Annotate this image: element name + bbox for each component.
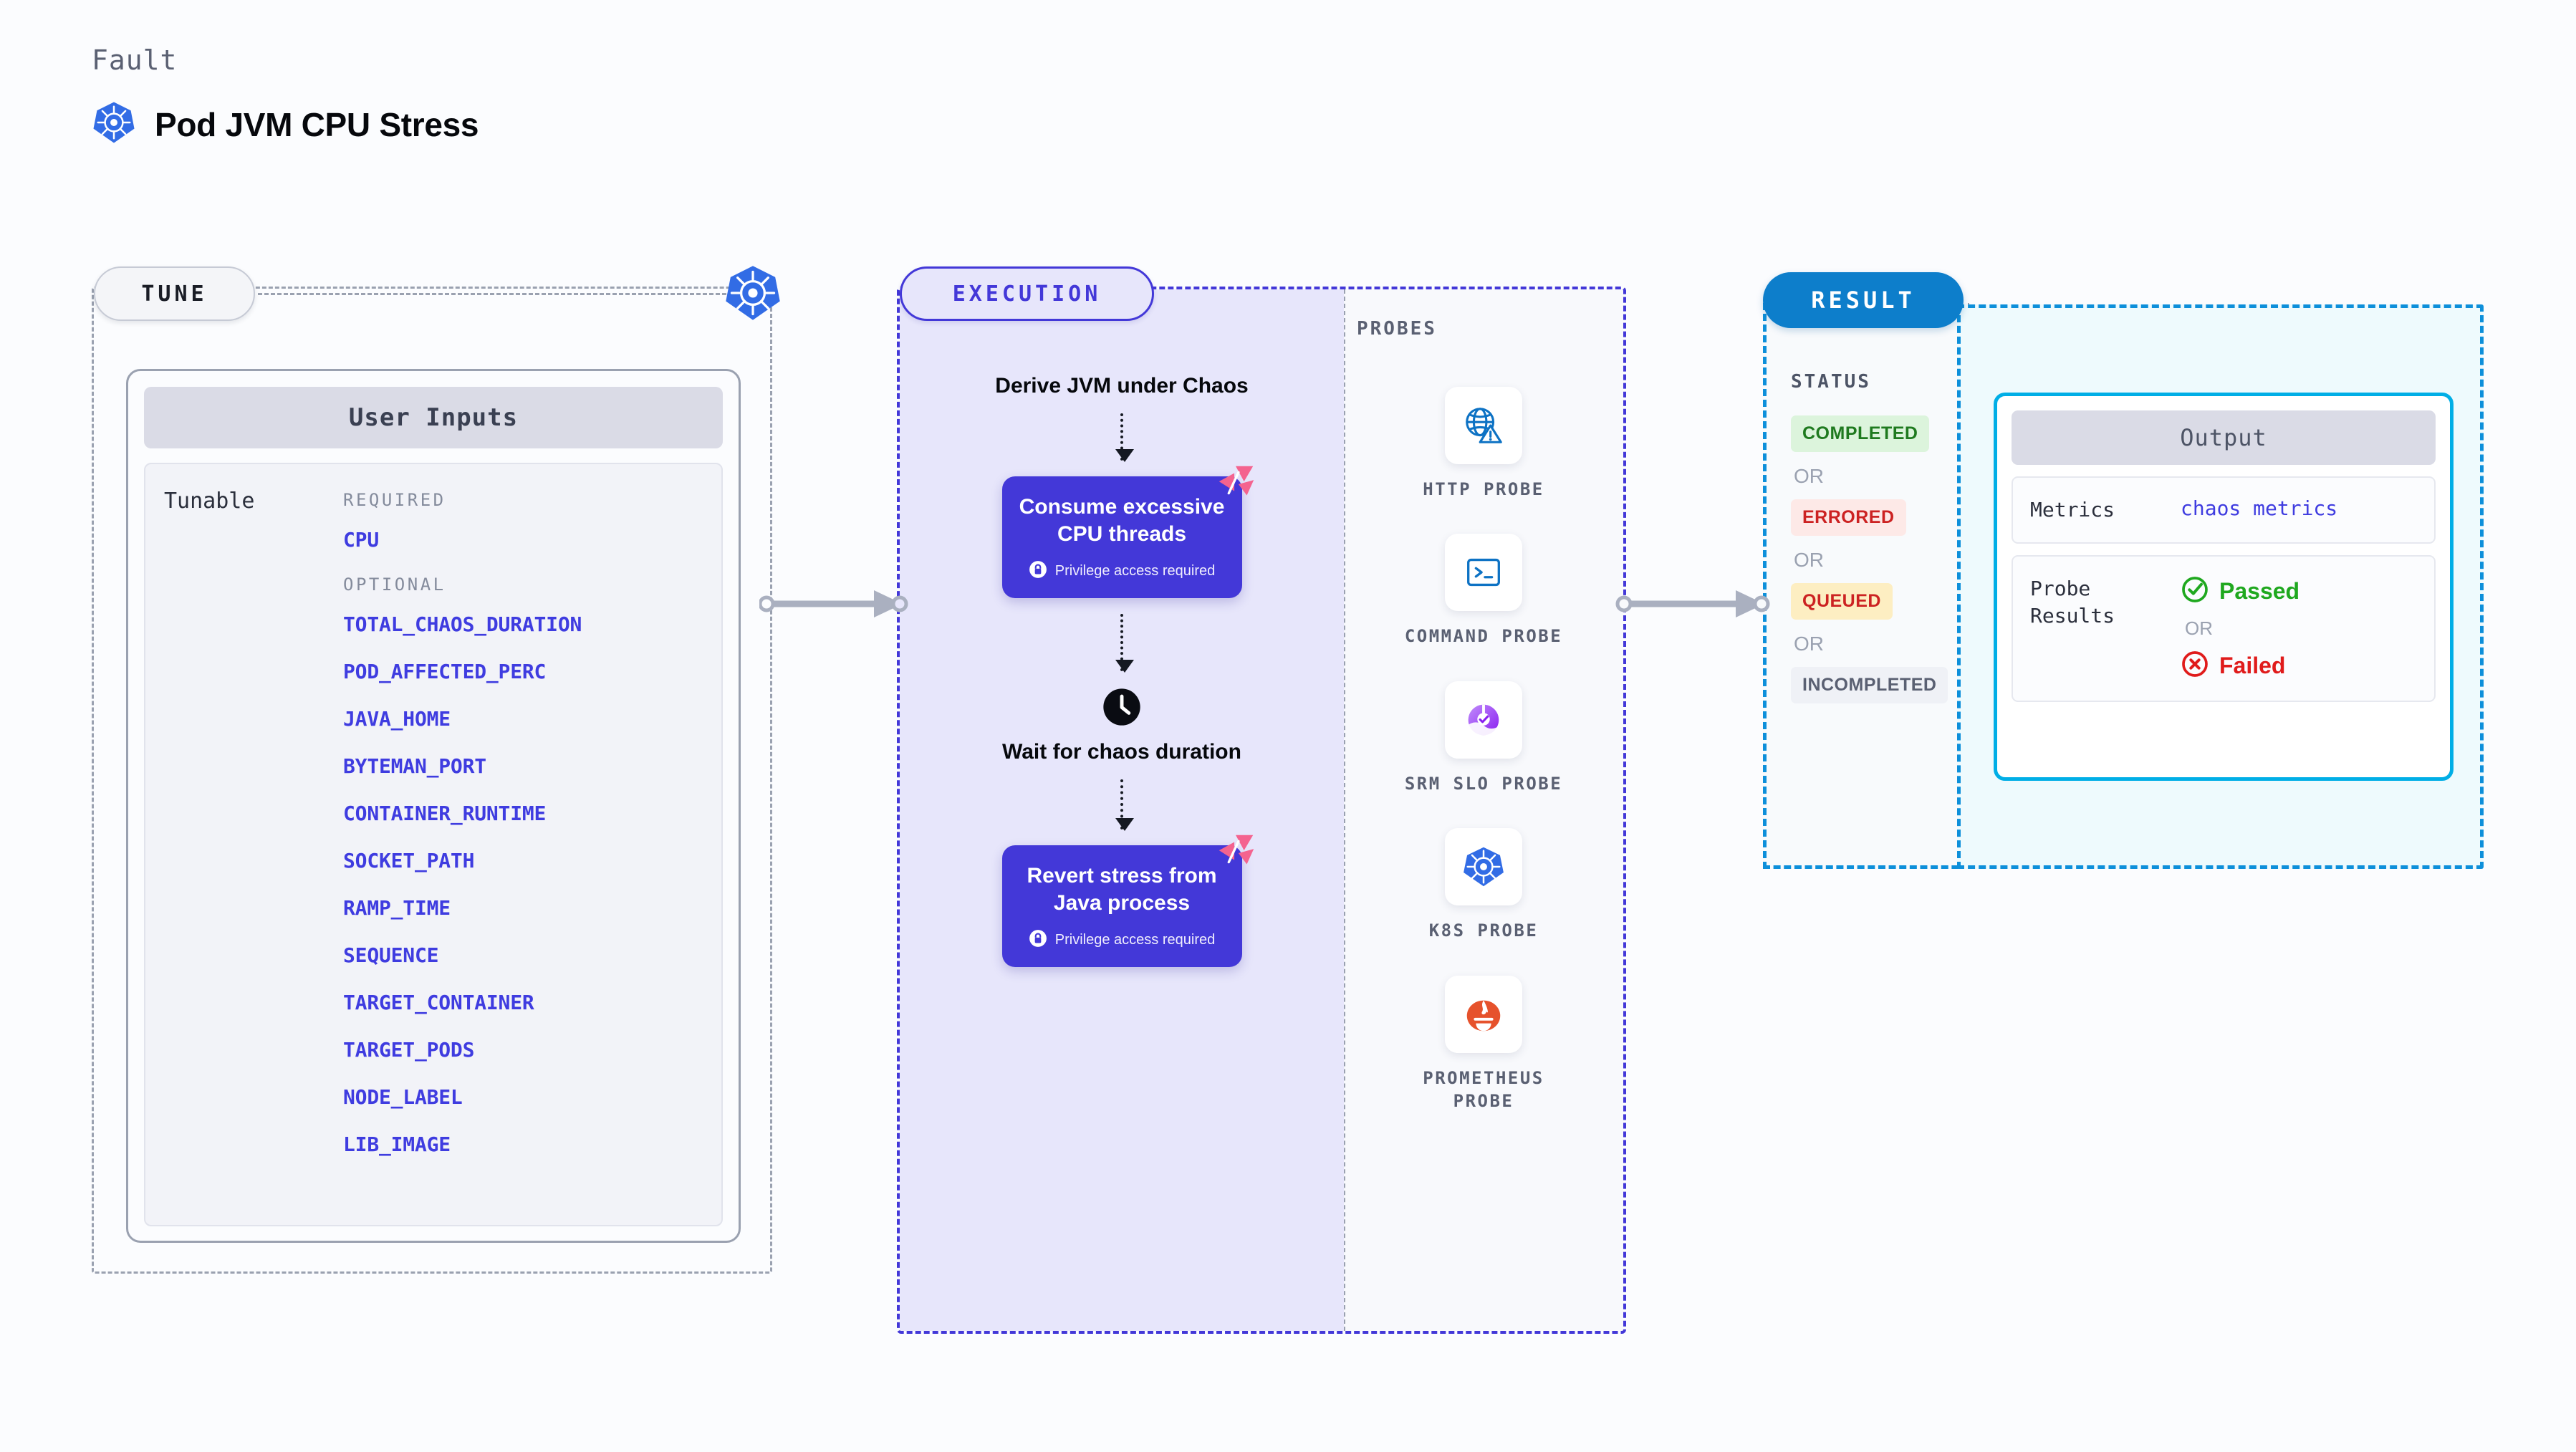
status-or-label: OR [1794,465,1824,487]
flow-card-title: Revert stress from Java process [1027,864,1217,915]
prometheus-icon [1445,975,1522,1053]
flow-arrow-2 [1115,614,1134,673]
tunable-item[interactable]: TARGET_CONTAINER [343,991,534,1014]
metrics-key: Metrics [2030,498,2115,521]
probe-item-prometheus[interactable]: PROMETHEUS PROBE [1390,975,1577,1113]
status-or-label: OR [1794,549,1824,571]
output-card: Output Metrics chaos metrics Probe Resul… [1994,393,2454,781]
privilege-row: Privilege access required [1015,560,1229,582]
flow-card-revert-stress[interactable]: Revert stress from Java process Privileg… [1001,835,1254,968]
tunable-item[interactable]: RAMP_TIME [343,896,451,920]
x-circle-icon [2181,650,2209,682]
status-badge: INCOMPLETED [1791,667,1948,703]
tunable-item[interactable]: JAVA_HOME [343,707,451,731]
kubernetes-icon [92,100,136,148]
probes-title: PROBES [1357,318,1437,340]
probe-caption: COMMAND PROBE [1404,626,1563,647]
probe-list: HTTP PROBE COMMAND PROBE [1344,387,1623,1112]
flow-card-title: Consume excessive CPU threads [1019,495,1225,546]
title-row: Pod JVM CPU Stress [92,100,479,148]
status-badge: QUEUED [1791,583,1893,620]
execution-panel [897,287,1626,1334]
tunable-item[interactable]: TARGET_PODS [343,1038,475,1062]
tunable-item[interactable]: SOCKET_PATH [343,849,475,872]
status-title: STATUS [1791,371,1871,393]
clock-icon [1102,687,1142,727]
result-stage-pill[interactable]: RESULT [1763,272,1964,328]
execution-stage-pill[interactable]: EXECUTION [900,266,1154,321]
flow-step-derive-jvm: Derive JVM under Chaos [995,374,1249,398]
tunable-list: REQUIRED CPU OPTIONAL TOTAL_CHAOS_DURATI… [343,489,703,1225]
tunable-item[interactable]: BYTEMAN_PORT [343,754,486,778]
tunable-item[interactable]: NODE_LABEL [343,1085,463,1109]
probe-item-http[interactable]: HTTP PROBE [1423,387,1544,501]
flow-arrow-3 [1115,779,1134,832]
litmus-chaos-icon [1213,830,1258,874]
tunable-row-label: Tunable [164,489,255,514]
probe-caption: HTTP PROBE [1423,479,1544,499]
output-row-metrics: Metrics chaos metrics [2012,476,2436,544]
probe-item-command[interactable]: COMMAND PROBE [1405,534,1562,648]
optional-heading: OPTIONAL [343,574,446,595]
flow-arrow-1 [1115,413,1134,463]
probe-result-passed: Passed [2181,575,2299,607]
status-or-label: OR [1794,633,1824,655]
lock-icon [1029,560,1047,582]
flow-step-wait-duration: Wait for chaos duration [1002,740,1241,764]
privilege-note: Privilege access required [1054,932,1216,948]
srm-slo-icon [1445,681,1522,759]
litmus-chaos-icon [1213,461,1258,505]
required-list: CPU [343,530,703,550]
tunable-item[interactable]: CPU [343,528,379,552]
probe-results-values: Passed OR Failed [2181,575,2299,682]
probe-result-failed: Failed [2181,650,2299,682]
tunable-item[interactable]: SEQUENCE [343,943,439,967]
globe-warning-icon [1445,387,1522,464]
flow-card-consume-cpu[interactable]: Consume excessive CPU threads Privilege … [1001,466,1254,599]
tunable-item[interactable]: POD_AFFECTED_PERC [343,660,547,683]
tunable-item[interactable]: LIB_IMAGE [343,1133,451,1156]
passed-label: Passed [2219,577,2300,604]
probe-caption: PROMETHEUS PROBE [1423,1067,1544,1111]
output-row-probe-results: Probe Results Passed OR [2012,554,2436,702]
probe-caption: K8S PROBE [1428,920,1539,941]
probe-caption: SRM SLO PROBE [1404,773,1563,794]
check-circle-icon [2181,575,2209,607]
kubernetes-icon [724,264,782,322]
tune-stage-pill[interactable]: TUNE [94,266,255,321]
tunable-item[interactable]: CONTAINER_RUNTIME [343,802,547,825]
page-header: Fault Pod JVM CPU Stress [92,44,479,148]
status-badge-stack: COMPLETED OR ERRORED OR QUEUED OR INCOMPLETED [1791,415,1956,703]
tune-top-dashed-line [258,293,752,295]
user-inputs-card: User Inputs Tunable REQUIRED CPU OPTIONA… [126,369,741,1243]
kubernetes-icon [1444,828,1522,906]
metrics-value[interactable]: chaos metrics [2181,496,2338,520]
user-inputs-title: User Inputs [144,387,723,448]
terminal-icon [1445,534,1522,612]
connector-execution-to-result [1615,590,1770,617]
probe-item-srm-slo[interactable]: SRM SLO PROBE [1405,681,1562,795]
required-heading: REQUIRED [343,490,446,510]
status-badge: ERRORED [1791,499,1906,536]
page-title: Pod JVM CPU Stress [155,105,479,143]
connector-tune-to-execution [759,590,908,617]
user-inputs-body: Tunable REQUIRED CPU OPTIONAL TOTAL_CHAO… [144,463,723,1226]
status-badge: COMPLETED [1791,415,1930,452]
probe-results-key: Probe Results [2030,576,2115,628]
execution-flow: Derive JVM under Chaos Consume excessive… [900,372,1344,968]
lock-icon [1029,929,1047,951]
probe-item-k8s[interactable]: K8S PROBE [1429,828,1539,942]
tune-panel [92,287,772,1274]
optional-list: TOTAL_CHAOS_DURATION POD_AFFECTED_PERC JAV… [343,615,703,1155]
failed-label: Failed [2219,652,2286,678]
tunable-item[interactable]: TOTAL_CHAOS_DURATION [343,612,582,636]
eyebrow-label: Fault [92,44,178,76]
privilege-row: Privilege access required [1015,929,1229,951]
probe-or-label: OR [2185,617,2213,639]
output-title: Output [2012,410,2436,465]
privilege-note: Privilege access required [1054,563,1216,580]
